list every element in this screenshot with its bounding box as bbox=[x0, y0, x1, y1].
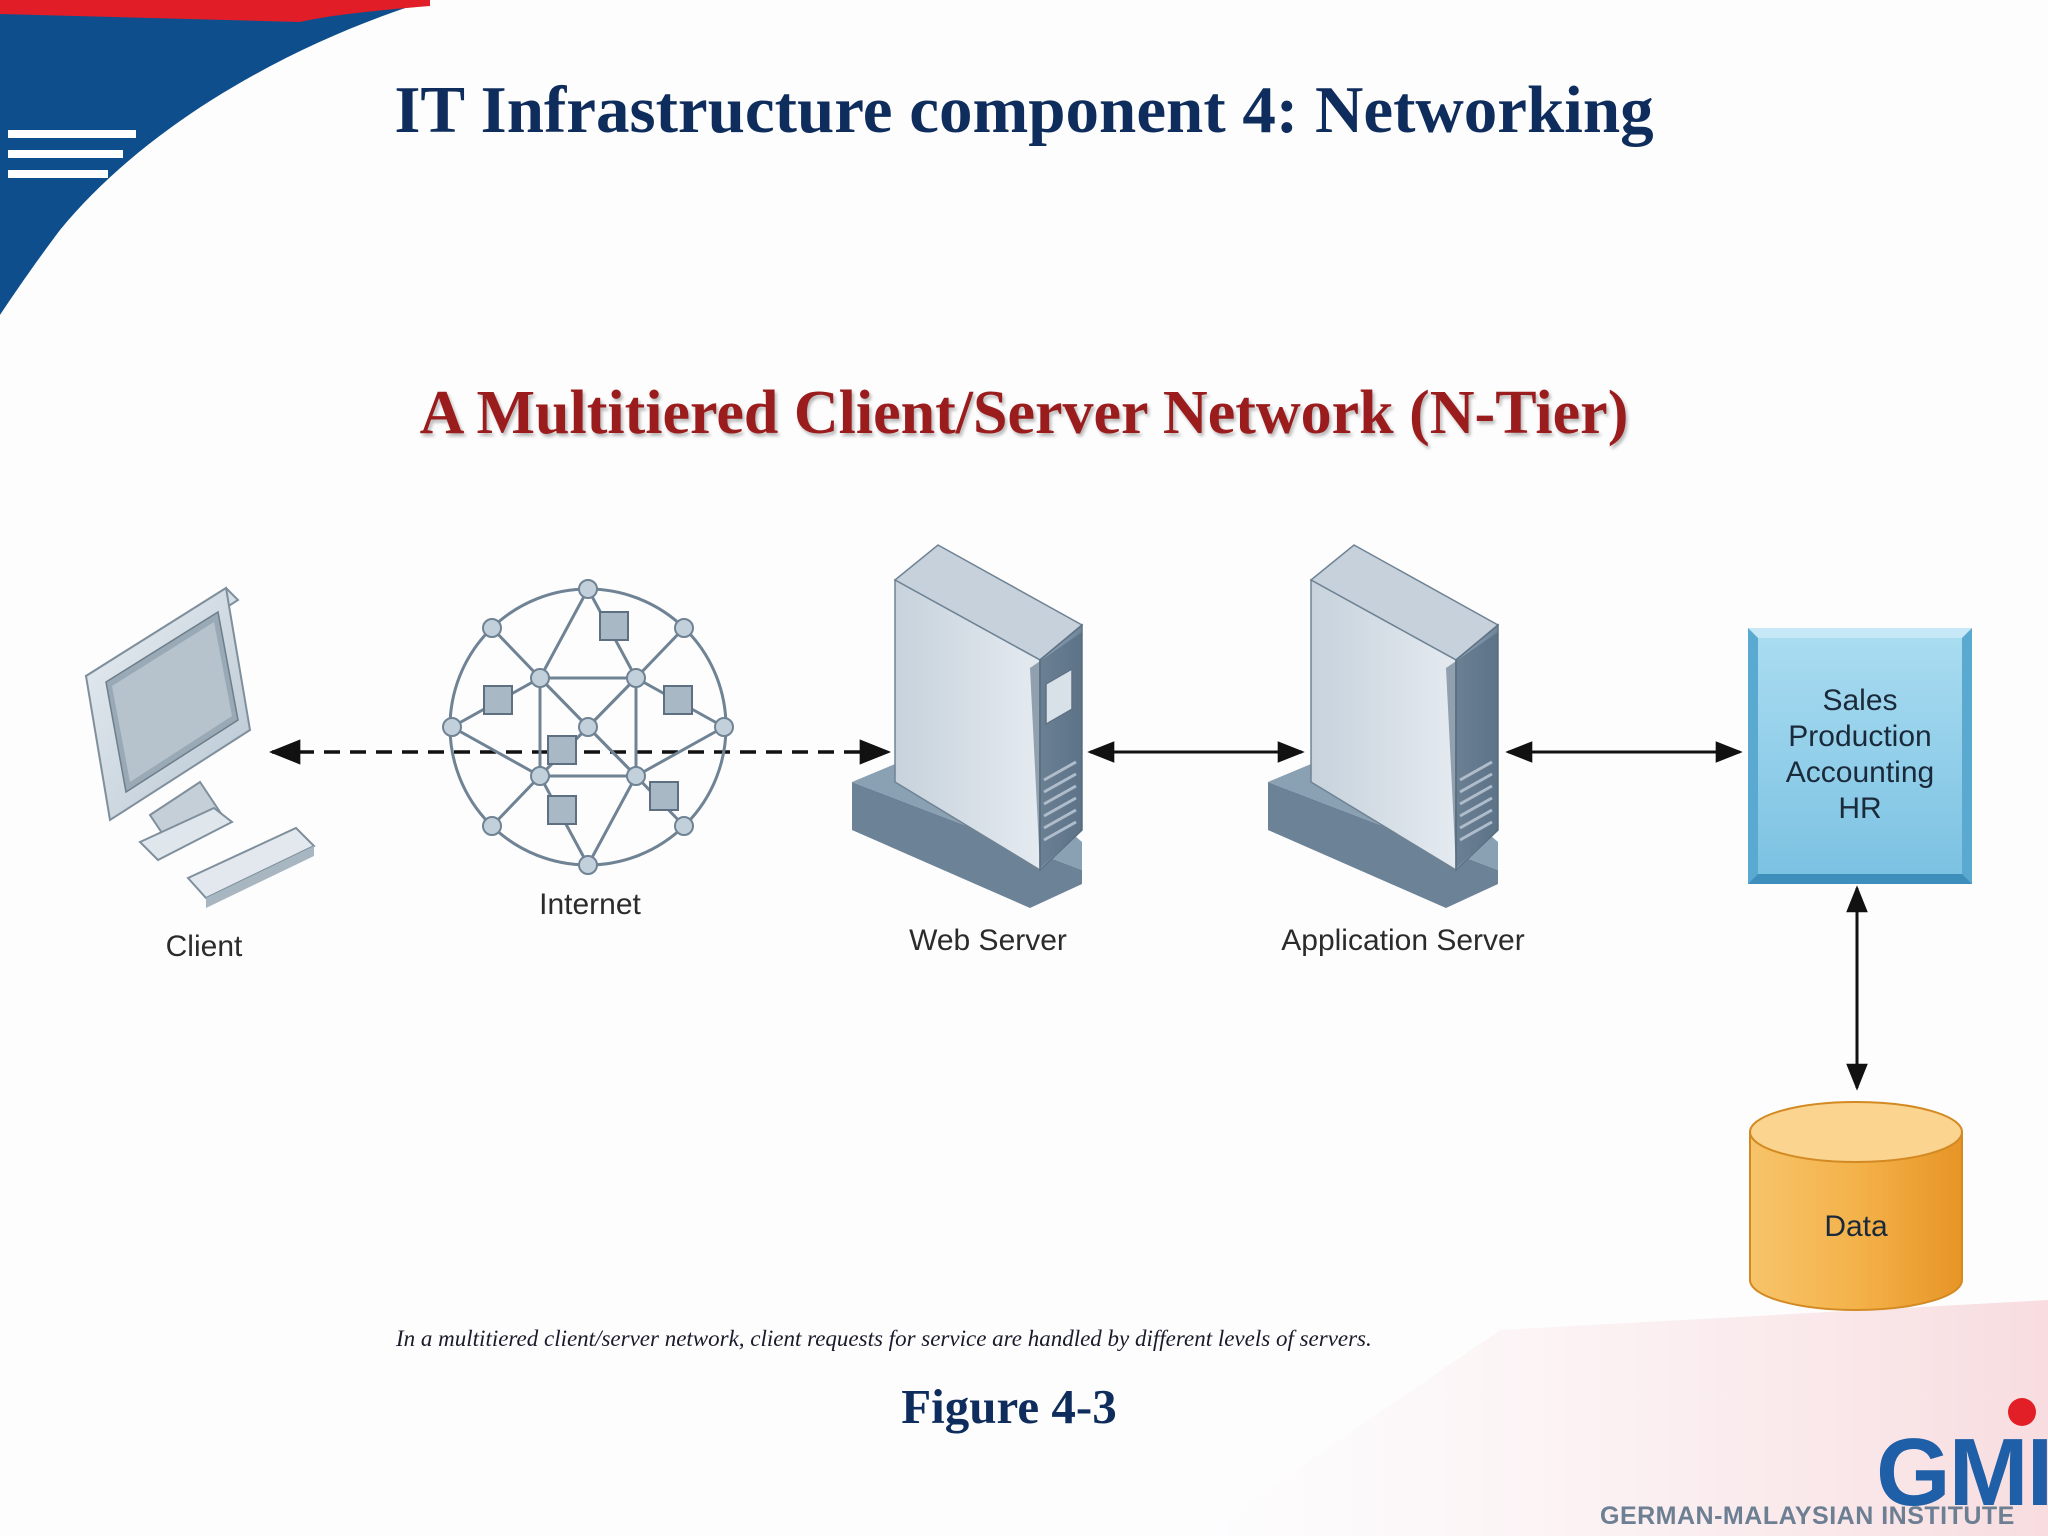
corner-red-stripe bbox=[0, 0, 430, 22]
watermark-band bbox=[1200, 1300, 2048, 1536]
data-cylinder-icon: Data bbox=[1749, 1101, 1963, 1311]
logo-dot bbox=[2008, 1398, 2036, 1426]
corner-line bbox=[8, 170, 108, 178]
internet-globe-icon bbox=[442, 579, 734, 875]
box-item-hr: HR bbox=[1838, 792, 1881, 825]
data-label: Data bbox=[1824, 1210, 1888, 1243]
corner-swoosh bbox=[0, 0, 430, 315]
client-label: Client bbox=[166, 930, 243, 963]
corner-line bbox=[8, 130, 136, 138]
gmi-logo: GMI bbox=[1876, 1419, 2048, 1526]
business-functions-box: Sales Production Accounting HR bbox=[1748, 628, 1972, 884]
internet-label: Internet bbox=[539, 888, 641, 921]
corner-lines bbox=[8, 130, 136, 178]
application-server-label: Application Server bbox=[1281, 924, 1524, 957]
institute-name: GERMAN-MALAYSIAN INSTITUTE bbox=[1600, 1502, 2015, 1530]
figure-caption: In a multitiered client/server network, … bbox=[396, 1326, 1372, 1351]
figure-label: Figure 4-3 bbox=[901, 1379, 1117, 1434]
application-server-icon bbox=[1268, 544, 1500, 908]
box-item-accounting: Accounting bbox=[1786, 756, 1934, 789]
box-item-production: Production bbox=[1788, 720, 1931, 753]
client-computer-icon bbox=[84, 586, 316, 908]
web-server-label: Web Server bbox=[909, 924, 1067, 957]
corner-line bbox=[8, 150, 123, 158]
box-item-sales: Sales bbox=[1822, 684, 1897, 717]
diagram-title: A Multitiered Client/Server Network (N-T… bbox=[419, 379, 1629, 447]
web-server-icon bbox=[852, 544, 1084, 908]
slide-title: IT Infrastructure component 4: Networkin… bbox=[394, 73, 1654, 147]
